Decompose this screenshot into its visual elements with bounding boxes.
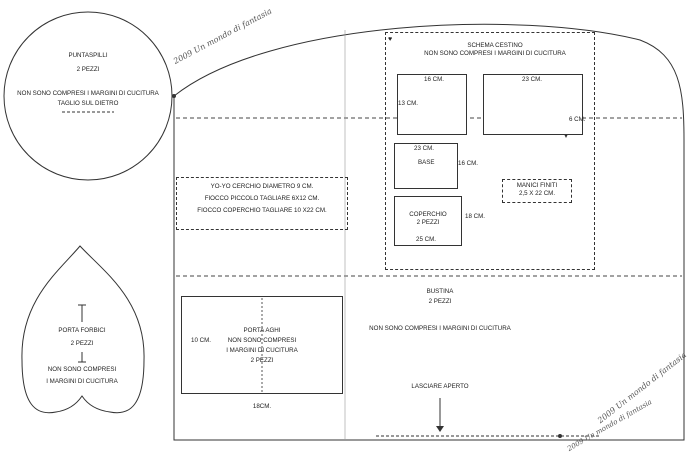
porta-forbici-count: 2 PEZZI xyxy=(70,340,94,347)
porta-aghi-height: 10 CM. xyxy=(191,337,211,344)
porta-forbici-note-1: NON SONO COMPRESI xyxy=(47,366,117,373)
schema-cestino-note: NON SONO COMPRESI I MARGINI DI CUCITURA xyxy=(424,50,566,57)
puntaspilli-title: PUNTASPILLI xyxy=(68,52,108,59)
manici-line-1: MANICI FINITI xyxy=(516,182,558,189)
porta-aghi-piece xyxy=(181,296,343,394)
bustina-note: NON SONO COMPRESI I MARGINI DI CUCITURA xyxy=(369,325,511,332)
side-width-label: 16 CM. xyxy=(424,76,444,83)
lid-label: COPERCHIO xyxy=(409,211,447,218)
porta-aghi-title: PORTA AGHI xyxy=(243,327,281,334)
schema-cestino-box xyxy=(385,32,595,270)
base-height-label: 16 CM. xyxy=(458,160,478,167)
yoyo-line-2: FIOCCO PICCOLO TAGLIARE 6X12 CM. xyxy=(204,195,320,202)
bustina-title: BUSTINA xyxy=(426,288,454,295)
long-panel-piece xyxy=(483,74,583,135)
long-height-label: 6 CM. xyxy=(569,116,586,123)
base-width-label: 23 CM. xyxy=(414,145,434,152)
heart-mark-icon: ♥ xyxy=(388,36,393,43)
porta-forbici-title: PORTA FORBICI xyxy=(58,327,106,334)
puntaspilli-cut: TAGLIO SUL DIETRO xyxy=(57,100,119,107)
manici-line-2: 2,5 X 22 CM. xyxy=(518,190,556,197)
porta-aghi-note-1: NON SONO COMPRESI xyxy=(227,337,297,344)
bustina-open-label: LASCIARE APERTO xyxy=(411,383,469,390)
porta-aghi-width: 18CM. xyxy=(252,403,272,410)
yoyo-box xyxy=(176,177,348,230)
lid-count: 2 PEZZI xyxy=(416,219,440,226)
schema-cestino-title: SCHEMA CESTINO xyxy=(467,42,523,49)
lid-height-label: 18 CM. xyxy=(465,213,485,220)
base-label: BASE xyxy=(418,159,435,166)
side-height-label: 13 CM. xyxy=(398,100,418,107)
side-panel-piece xyxy=(397,74,467,135)
lid-width-label: 25 CM. xyxy=(416,236,436,243)
porta-aghi-note-2: I MARGINI DI CUCITURA xyxy=(226,347,298,354)
porta-aghi-count: 2 PEZZI xyxy=(250,357,274,364)
long-width-label: 23 CM. xyxy=(522,76,542,83)
manici-box xyxy=(502,179,572,203)
puntaspilli-note: NON SONO COMPRESI I MARGINI DI CUCITURA xyxy=(17,90,159,97)
yoyo-line-3: FIOCCO COPERCHIO TAGLIARE 10 X22 CM. xyxy=(197,207,327,214)
lid-piece xyxy=(394,196,462,246)
base-piece xyxy=(394,143,458,189)
bag-outline xyxy=(173,23,685,441)
puntaspilli-count: 2 PEZZI xyxy=(76,66,100,73)
yoyo-line-1: YO-YO CERCHIO DIAMETRO 9 CM. xyxy=(210,183,314,190)
porta-forbici-heart xyxy=(21,245,145,414)
bustina-count: 2 PEZZI xyxy=(428,298,452,305)
porta-forbici-note-2: I MARGINI DI CUCITURA xyxy=(46,378,118,385)
